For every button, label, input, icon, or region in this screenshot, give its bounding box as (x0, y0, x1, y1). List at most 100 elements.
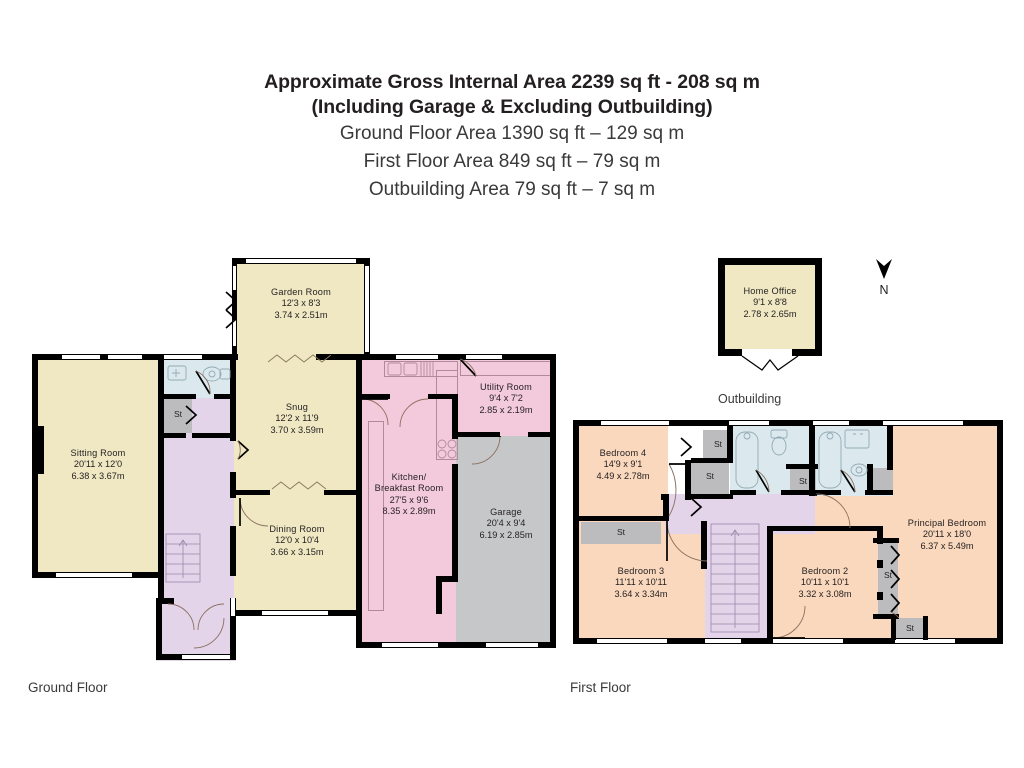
wall-sitting-bay (32, 426, 44, 474)
wall-kitchen-bot-r (438, 642, 462, 648)
wall-kitchen-utility-div-b (428, 394, 458, 399)
wall-dining-bottom-r (328, 610, 360, 616)
storage-ensuite (871, 468, 893, 494)
storage-principal-b (895, 618, 925, 640)
wall-ff-bottom-seg2 (741, 638, 773, 644)
window-ensuite-top (813, 420, 849, 426)
label-bedroom-4: Bedroom 4 14'9 x 9'1 4.49 x 2.78m (596, 448, 650, 481)
porch-ground (156, 601, 236, 661)
window-sitting-bottom (56, 572, 132, 578)
wall-st-ensuite-left (867, 464, 873, 494)
wall-front-seg-3 (202, 354, 238, 360)
wall-ob-top (718, 258, 822, 265)
ground-floor-area: Ground Floor Area 1390 sq ft – 129 sq m (339, 123, 685, 144)
wall-dining-div (236, 490, 270, 495)
window-landing-bottom (705, 638, 741, 644)
room-snug (234, 358, 360, 488)
wall-st-bed4-bottom (685, 494, 733, 499)
wall-utility-top-r (502, 354, 556, 360)
wall-kitchen-right-lower (452, 464, 458, 580)
wall-cloak-right (230, 354, 236, 399)
wall-ob-bottom-r (792, 349, 822, 356)
wall-ff-top-seg1 (669, 420, 729, 426)
window-garden-right (364, 266, 370, 352)
label-bedroom-2: Bedroom 2 10'11 x 10'1 3.32 x 3.08m (798, 566, 852, 599)
wall-bath-bottom (730, 490, 756, 495)
wall-front-top-left-corner (32, 354, 62, 360)
wall-kitchen-top-r (438, 354, 466, 360)
storage-label-bed4-upper: St (713, 439, 723, 449)
room-home-office (724, 264, 816, 349)
wall-ff-top-r (963, 420, 1003, 426)
wall-bed3-top-r (661, 516, 669, 521)
wall-kitchen-bot-l (360, 642, 382, 648)
wall-st-mid-top (786, 464, 818, 469)
wall-kitchen-right-upper (452, 399, 458, 439)
wall-st-bed4-right (727, 426, 733, 462)
storage-label-ground: St (173, 409, 183, 419)
room-bedroom-4 (578, 426, 668, 521)
wall-bed4-bottom (578, 516, 664, 521)
wall-front-seg-2 (142, 354, 164, 360)
window-garage-bottom (486, 642, 538, 648)
wall-st-principal-bot (873, 614, 899, 619)
wall-dining-bottom-l (230, 610, 262, 616)
storage-label-bed4-lower: St (705, 471, 715, 481)
wall-front-seg-1 (100, 354, 108, 360)
wall-bed4-right (663, 494, 669, 521)
window-cloak-top (164, 354, 202, 360)
header-block: Approximate Gross Internal Area 2239 sq … (0, 70, 1024, 204)
wall-utility-bottom-r (528, 432, 556, 437)
wall-st-bottom2 (192, 433, 234, 438)
label-garden-room: Garden Room 12'3 x 8'3 3.74 x 2.51m (271, 287, 331, 320)
window-garden-top (246, 258, 356, 264)
room-principal-bedroom (881, 426, 997, 638)
wall-ff-left (573, 420, 579, 644)
wall-ensuite-right (887, 426, 893, 470)
wall-snug-top (316, 354, 368, 360)
first-floor-area: First Floor Area 849 sq ft – 79 sq m (363, 151, 661, 172)
wall-ensuite-left (809, 426, 815, 496)
wall-ff-bottom-seg1 (667, 638, 705, 644)
window-garden-left-b (232, 320, 237, 346)
window-dining-bottom (262, 610, 328, 616)
wall-snug-right (356, 358, 362, 614)
wall-snug-left-b (230, 472, 236, 498)
gross-area-line-2: (Including Garage & Excluding Outbuildin… (311, 96, 713, 118)
outbuilding-area: Outbuilding Area 79 sq ft – 7 sq m (368, 179, 656, 200)
window-principal-top (883, 420, 963, 426)
caption-ground-floor: Ground Floor (28, 680, 108, 695)
label-garage: Garage 20'4 x 9'4 6.19 x 2.85m (479, 507, 533, 540)
wall-garage-bottom-l (462, 642, 486, 648)
window-porch-bottom (182, 654, 230, 660)
storage-label-bed3: St (616, 527, 626, 537)
wall-ff-bottom-r (955, 638, 1003, 644)
label-utility-room: Utility Room 9'4 x 7'2 2.85 x 2.19m (479, 382, 533, 415)
window-sitting-top-b (108, 354, 142, 360)
room-garage (456, 436, 556, 647)
label-sitting-room: Sitting Room 20'11 x 12'0 6.38 x 3.67m (70, 448, 126, 481)
window-kitchen-top (396, 354, 438, 360)
storage-label-principal-a: St (883, 570, 893, 580)
wall-kitchen-step (436, 576, 458, 582)
caption-outbuilding: Outbuilding (718, 392, 782, 406)
window-bath-top (729, 420, 769, 426)
label-bedroom-3: Bedroom 3 11'11 x 10'11 3.64 x 3.34m (614, 566, 668, 599)
wall-ensuite-bottom-r (865, 490, 893, 495)
window-sitting-top-a (62, 354, 100, 360)
wall-outer-right (550, 354, 556, 648)
wall-st-principal-top (873, 538, 899, 543)
wall-sitting-bottom-r (132, 572, 164, 578)
wall-garage-bottom-r (538, 642, 556, 648)
wall-kitchen-left-ext (356, 614, 362, 648)
wall-landing-left (661, 494, 667, 500)
wall-hall-left (158, 578, 164, 602)
wall-garden-top-l (232, 258, 246, 264)
wall-bed2-right (877, 526, 883, 544)
window-garden-left-a (232, 266, 237, 290)
wall-porch-top-l (156, 598, 174, 604)
wall-utility-bottom (456, 432, 500, 437)
window-utility-top (466, 354, 502, 360)
storage-bed4-lower (691, 462, 729, 494)
